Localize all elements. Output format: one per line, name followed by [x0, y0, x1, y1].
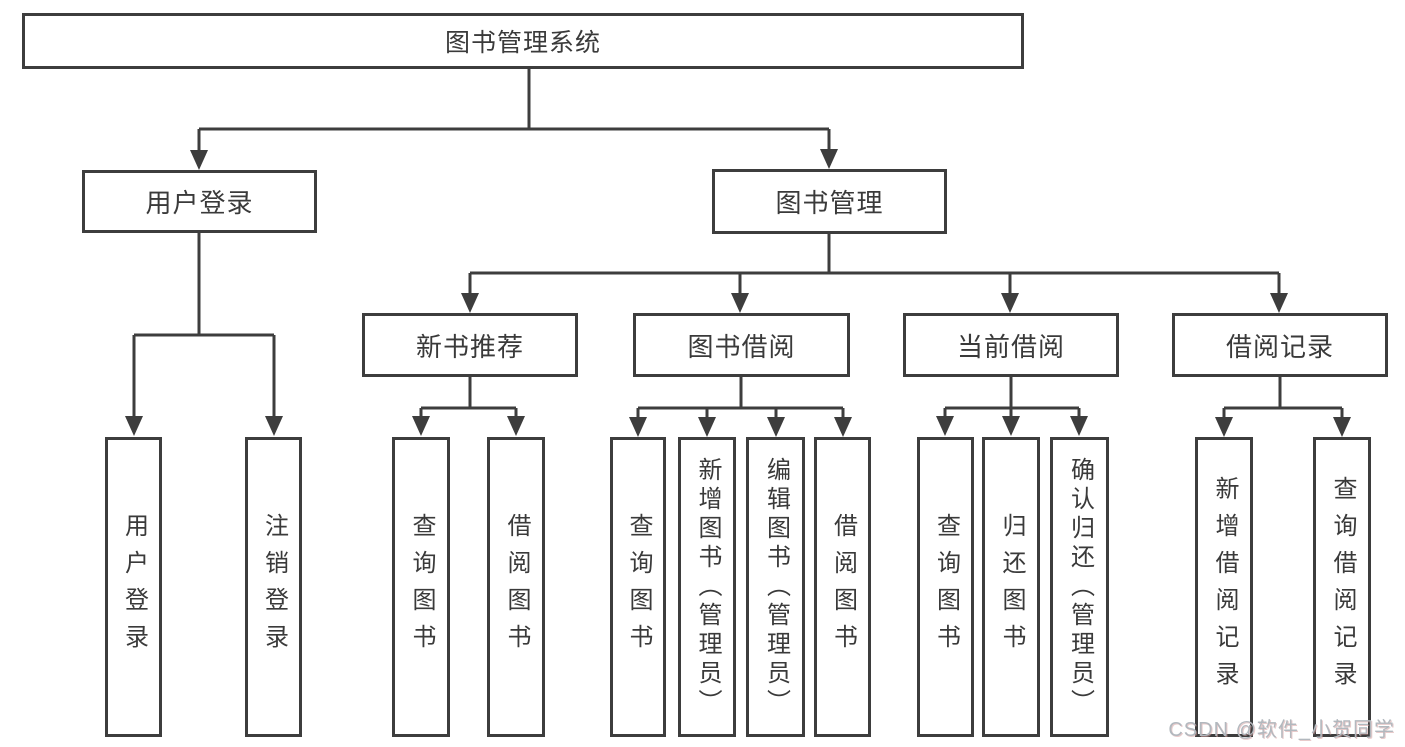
leaf-label: 确认归还（管理员）: [1066, 456, 1094, 718]
node-borrow-record: 借阅记录: [1172, 313, 1388, 377]
leaf-user-login: 用户登录: [105, 437, 162, 737]
leaf-label: 注销登录: [260, 513, 288, 661]
leaf-label: 查询借阅记录: [1329, 476, 1356, 698]
leaf-return-book: 归还图书: [982, 437, 1040, 737]
node-new-book-recommend: 新书推荐: [362, 313, 578, 377]
leaf-query-book: 查询图书: [917, 437, 974, 737]
leaf-add-borrow-record: 新增借阅记录: [1195, 437, 1253, 737]
node-book-borrow: 图书借阅: [633, 313, 850, 377]
node-label: 图书借阅: [687, 331, 796, 362]
node-book-management: 图书管理: [712, 169, 947, 234]
leaf-borrow-book: 借阅图书: [487, 437, 545, 737]
leaf-query-book: 查询图书: [392, 437, 450, 737]
node-library-management-system: 图书管理系统: [22, 13, 1024, 69]
leaf-edit-book-admin: 编辑图书（管理员）: [746, 437, 805, 737]
node-label: 用户登录: [145, 188, 254, 218]
csdn-watermark: CSDN @软件_小贺同学: [1168, 719, 1395, 741]
leaf-confirm-return-admin: 确认归还（管理员）: [1050, 437, 1109, 737]
leaf-add-book-admin: 新增图书（管理员）: [678, 437, 736, 737]
leaf-label: 查询图书: [932, 513, 960, 661]
leaf-label: 新增借阅记录: [1211, 476, 1238, 698]
leaf-label: 借阅图书: [503, 513, 530, 661]
leaf-label: 用户登录: [120, 513, 148, 661]
leaf-logout: 注销登录: [245, 437, 302, 737]
node-user-login: 用户登录: [82, 170, 317, 233]
node-label: 图书管理系统: [444, 29, 601, 57]
leaf-query-borrow-record: 查询借阅记录: [1313, 437, 1371, 737]
node-label: 借阅记录: [1225, 331, 1334, 362]
node-label: 图书管理: [775, 188, 884, 218]
leaf-label: 借阅图书: [829, 513, 857, 661]
node-label: 新书推荐: [415, 331, 524, 362]
leaf-label: 编辑图书（管理员）: [762, 456, 790, 718]
leaf-borrow-book: 借阅图书: [814, 437, 871, 737]
arrowheads: [125, 149, 1351, 437]
node-label: 当前借阅: [956, 331, 1065, 362]
node-current-borrow: 当前借阅: [903, 313, 1119, 377]
leaf-label: 新增图书（管理员）: [694, 456, 721, 718]
leaf-label: 查询图书: [625, 513, 652, 661]
leaf-label: 查询图书: [408, 513, 435, 661]
leaf-label: 归还图书: [998, 513, 1025, 661]
leaf-query-book: 查询图书: [610, 437, 666, 737]
